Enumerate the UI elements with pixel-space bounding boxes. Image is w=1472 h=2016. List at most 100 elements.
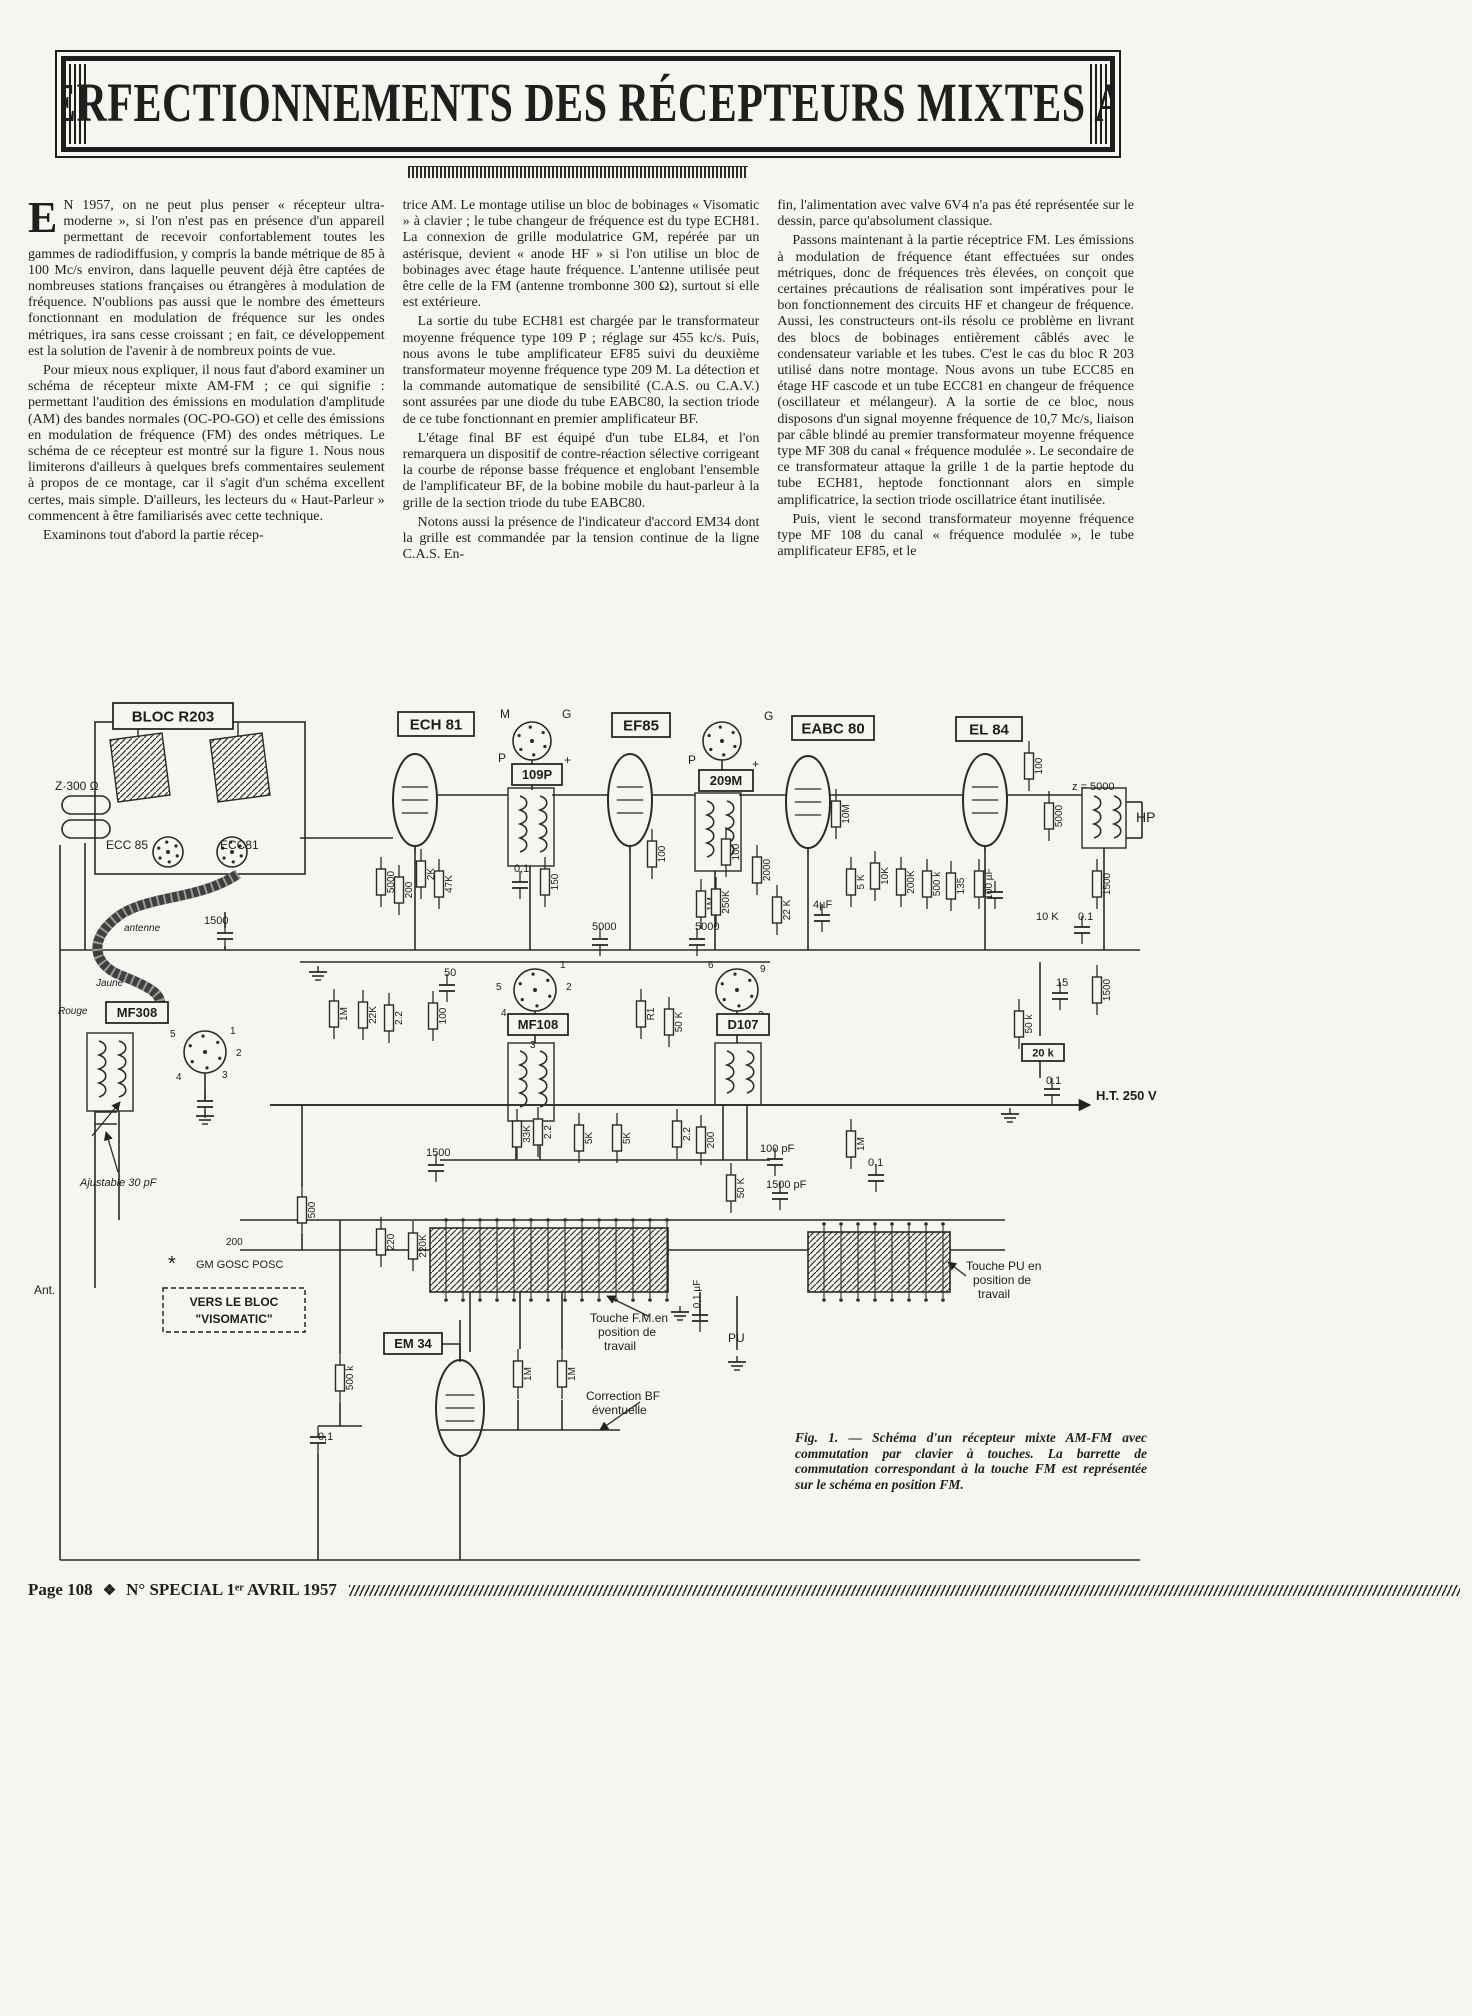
schematic-label: 9 <box>760 964 766 975</box>
schematic-label: 500 k <box>932 871 943 896</box>
socket-pin <box>519 747 523 752</box>
switch-contact <box>478 1218 482 1222</box>
schematic-label: 50 K <box>674 1011 685 1032</box>
socket-pin <box>216 1040 220 1044</box>
socket-pin <box>221 846 225 850</box>
schematic-label: 3 <box>530 1040 536 1051</box>
schematic-label: travail <box>604 1339 636 1353</box>
paragraph: L'étage final BF est équipé d'un tube EL… <box>402 430 760 511</box>
resistor-symbol <box>751 856 763 884</box>
schematic-label: 220 <box>386 1233 397 1250</box>
socket-pin <box>535 1004 539 1008</box>
variable-capacitor <box>209 732 271 803</box>
schematic-label: M <box>500 707 510 721</box>
transformer-box <box>694 792 742 872</box>
socket-pin <box>748 978 752 982</box>
schematic-label: 100 <box>1034 757 1045 774</box>
schematic-label: 10K <box>880 867 891 885</box>
schematic-label: 15 <box>1056 977 1068 989</box>
schematic-label: 5 <box>170 1029 176 1040</box>
switch-contact <box>648 1218 652 1222</box>
switch-contact <box>529 1298 533 1302</box>
switch-bank <box>429 1227 669 1293</box>
schematic-label: éventuelle <box>592 1403 647 1417</box>
schematic-label: 0,1 µF <box>692 1280 703 1309</box>
component-label: MF308 <box>117 1005 157 1020</box>
decorative-hatch-strip <box>408 166 748 178</box>
paragraph: Puis, vient le second transformateur moy… <box>777 511 1134 560</box>
schematic-label: 200 <box>706 1131 717 1148</box>
resistor-symbol <box>357 1001 369 1029</box>
coil-winding <box>724 800 735 858</box>
schematic-label: 1M <box>856 1137 867 1151</box>
schematic-label: 5000 <box>1054 804 1065 827</box>
leader-arrow <box>599 1401 641 1431</box>
schematic-label: 100 <box>657 845 668 862</box>
schematic-label: 200K <box>906 870 917 894</box>
component-label: EABC 80 <box>801 720 864 737</box>
schematic-label: 1500 <box>1102 978 1113 1001</box>
switch-contact <box>512 1218 516 1222</box>
switch-contact <box>890 1298 894 1302</box>
transformer-box <box>714 1042 762 1106</box>
schematic-label: 200 <box>226 1237 243 1248</box>
schematic-label: 1500 <box>204 915 228 927</box>
resistor-symbol <box>671 1120 683 1148</box>
resistor-symbol <box>725 1174 737 1202</box>
schematic-label: 5 K <box>856 874 867 889</box>
resistor-symbol <box>921 870 933 898</box>
schematic-label: 33K <box>522 1125 533 1143</box>
schematic-label: 100 µF <box>984 868 995 899</box>
diamond-icon: ❖ <box>102 1582 117 1599</box>
schematic-label: P <box>688 753 696 767</box>
switch-contact <box>529 1218 533 1222</box>
article-column-2: trice AM. Le montage utilise un bloc de … <box>403 198 760 712</box>
leader-arrow <box>103 1131 119 1173</box>
coil-winding <box>517 1050 528 1108</box>
resistor-symbol <box>663 1008 675 1036</box>
resistor-symbol <box>1091 976 1103 1004</box>
schematic-label: Rouge <box>58 1006 88 1017</box>
drop-cap: E <box>28 198 58 242</box>
schematic-label: GM GOSC POSC <box>196 1259 283 1271</box>
schematic-label: 47K <box>444 875 455 893</box>
coil-winding <box>724 1050 735 1094</box>
schematic-label: 2.2 <box>394 1011 405 1025</box>
schematic-label: Ant. <box>34 1283 55 1297</box>
component-label: EM 34 <box>394 1336 432 1351</box>
schematic-label: P <box>498 751 506 765</box>
component-label-box <box>397 711 475 737</box>
schematic-label: 100 <box>731 843 742 860</box>
schematic-label: 1500 <box>1102 872 1113 895</box>
socket-pin <box>731 730 735 735</box>
socket-pin <box>518 982 522 986</box>
title-banner-frame: LES PERFECTIONNEMENTS DES RÉCEPTEURS MIX… <box>61 56 1115 152</box>
resistor-symbol <box>415 860 427 888</box>
variable-capacitor <box>109 732 171 803</box>
switch-contact <box>563 1218 567 1222</box>
component-label: D107 <box>727 1017 758 1032</box>
switch-contact <box>665 1298 669 1302</box>
resistor-symbol <box>375 1228 387 1256</box>
schematic-label: antenne <box>124 923 161 934</box>
coil-winding <box>704 800 715 858</box>
resistor-symbol <box>830 800 842 828</box>
schematic-label: 1 <box>230 1026 236 1037</box>
coil-winding <box>744 1050 755 1094</box>
socket-pin <box>548 994 552 998</box>
resistor-symbol <box>611 1124 623 1152</box>
socket-pin <box>231 860 235 864</box>
leader-arrow <box>606 1295 649 1317</box>
component-label-box <box>112 702 234 730</box>
socket-pin <box>238 844 242 848</box>
socket-pin <box>157 846 161 850</box>
switch-contact <box>614 1298 618 1302</box>
schematic-label: 5K <box>584 1132 595 1145</box>
schematic-label: G <box>562 707 571 721</box>
switch-contact <box>495 1218 499 1222</box>
schematic-label: G <box>764 709 773 723</box>
schematic-label: 3 <box>222 1070 228 1081</box>
resistor-symbol <box>695 890 707 918</box>
component-label-box <box>955 716 1023 742</box>
